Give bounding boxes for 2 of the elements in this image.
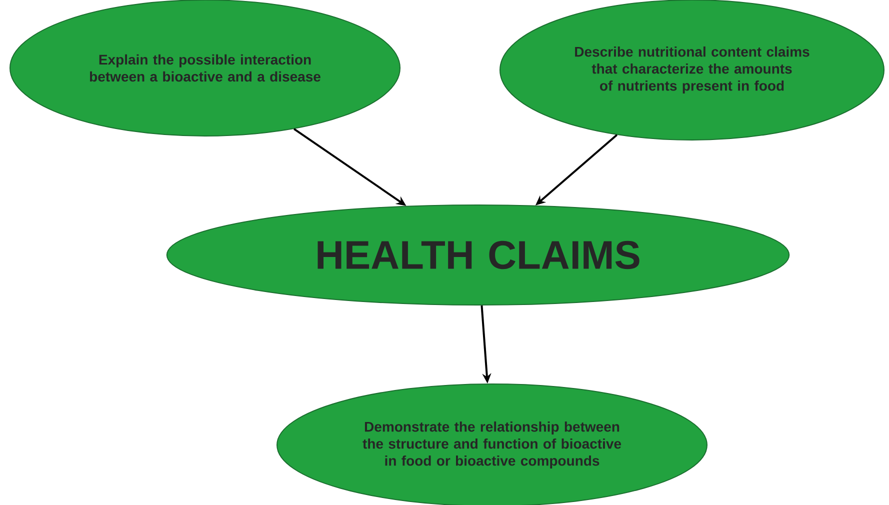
ellipse-node: Demonstrate the relationship between the structure and function of bioactive in food or bioactive compounds xyxy=(276,384,708,505)
ellipse-node: Describe nutritional content claims that characterize the amounts of nutrients present in food xyxy=(500,0,884,140)
